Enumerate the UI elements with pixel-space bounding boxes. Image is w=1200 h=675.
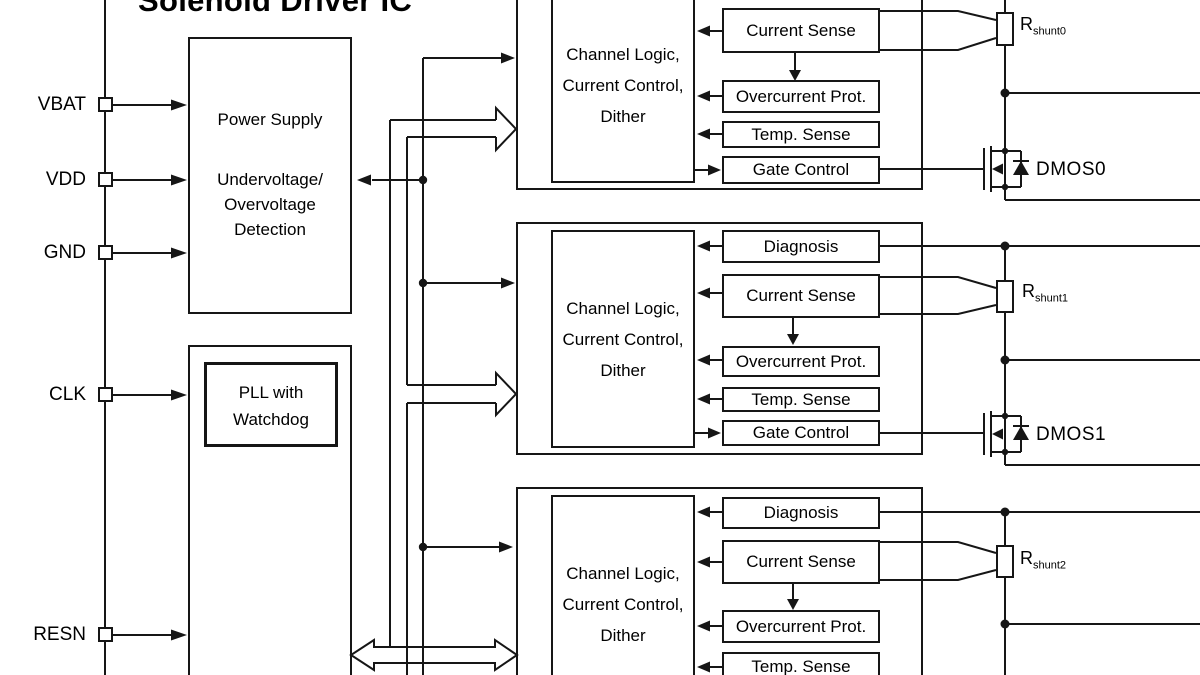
dmos0-transistor xyxy=(880,146,1029,192)
channel0-logic-line3: Dither xyxy=(600,107,646,126)
channel0-logic-line1: Channel Logic, xyxy=(566,45,680,64)
channel0-output-net xyxy=(880,0,1200,201)
channel1-current-sense-block: Current Sense xyxy=(722,274,880,318)
channel2-output-net xyxy=(880,507,1200,675)
channel1-output-net xyxy=(880,241,1200,466)
channel1-block xyxy=(516,222,923,455)
channel0-gate-control-block: Gate Control xyxy=(722,156,880,184)
pll-label-line1: PLL with xyxy=(238,383,304,402)
shunt2-base: R xyxy=(1020,548,1033,568)
shunt2-sub: shunt2 xyxy=(1033,559,1067,572)
channel1-diagnosis-block: Diagnosis xyxy=(722,230,880,263)
pin-arrow-wires xyxy=(113,99,187,641)
channel2-current-sense-block: Current Sense xyxy=(722,540,880,584)
pin-label-resn: RESN xyxy=(33,624,86,645)
channel1-overcurrent-block: Overcurrent Prot. xyxy=(722,346,880,377)
channel0-temp-sense-block: Temp. Sense xyxy=(722,121,880,148)
channel2-block xyxy=(516,487,923,675)
channel1-temp-sense-block: Temp. Sense xyxy=(722,387,880,412)
pin-pad-resn xyxy=(98,627,113,642)
channel0-logic-block: Channel Logic, Current Control, Dither xyxy=(551,0,695,183)
channel1-gate-control-block: Gate Control xyxy=(722,420,880,446)
power-supply-label: Power Supply xyxy=(217,110,323,129)
channel1-logic-line3: Dither xyxy=(600,360,646,380)
channel2-logic-line1: Channel Logic, xyxy=(566,563,680,583)
pin-pad-vdd xyxy=(98,172,113,187)
shunt2-label: Rshunt2 xyxy=(1020,548,1066,572)
dmos0-label: DMOS0 xyxy=(1036,159,1107,180)
power-supply-block xyxy=(188,37,352,314)
pin-label-vdd: VDD xyxy=(45,169,86,190)
shunt0-label: Rshunt0 xyxy=(1020,14,1066,38)
channel1-logic-line1: Channel Logic, xyxy=(566,298,680,318)
dmos1-transistor xyxy=(880,411,1029,457)
channel1-internal-arrows xyxy=(694,240,799,439)
channel0-overcurrent-block: Overcurrent Prot. xyxy=(722,80,880,113)
pll-watchdog-block xyxy=(204,362,338,447)
voltage-detection-line3: Detection xyxy=(234,220,306,239)
pin-label-clk: CLK xyxy=(49,384,86,405)
pll-label-line2: Watchdog xyxy=(233,410,309,429)
channel2-temp-sense-block: Temp. Sense xyxy=(722,652,880,675)
voltage-detection-label: Undervoltage/ Overvoltage Detection xyxy=(190,167,350,242)
shunt0-base: R xyxy=(1020,14,1033,34)
pll-watchdog-label: PLL with Watchdog xyxy=(206,379,336,433)
diagram-title: Solenoid Driver IC xyxy=(138,0,413,18)
shunt-resistor-0 xyxy=(996,12,1014,46)
shunt1-sub: shunt1 xyxy=(1035,292,1069,305)
shunt0-sub: shunt0 xyxy=(1033,25,1067,38)
pin-pad-vbat xyxy=(98,97,113,112)
channel2-internal-arrows xyxy=(697,506,799,673)
channel0-logic-line2: Current Control, xyxy=(562,76,684,95)
pll-outer-block xyxy=(188,345,352,675)
pin-pad-gnd xyxy=(98,245,113,260)
pin-pad-clk xyxy=(98,387,113,402)
channel2-diagnosis-block: Diagnosis xyxy=(722,497,880,529)
channel0-block xyxy=(516,0,923,190)
data-bus-arrows xyxy=(349,105,519,675)
channel0-internal-arrows xyxy=(694,25,801,176)
control-signal-net xyxy=(357,52,515,675)
channel0-current-sense-block: Current Sense xyxy=(722,8,880,53)
pin-label-gnd: GND xyxy=(43,242,86,263)
channel1-logic-line2: Current Control, xyxy=(562,329,684,349)
channel2-logic-line2: Current Control, xyxy=(562,594,684,614)
voltage-detection-line1: Undervoltage/ xyxy=(217,170,323,189)
voltage-detection-line2: Overvoltage xyxy=(224,195,316,214)
dmos1-label: DMOS1 xyxy=(1036,424,1107,445)
pin-label-vbat: VBAT xyxy=(37,94,86,115)
channel1-logic-block: Channel Logic, Current Control, Dither xyxy=(551,230,695,448)
shunt-resistor-2 xyxy=(996,545,1014,578)
channel2-logic-line3: Dither xyxy=(600,625,646,645)
shunt1-base: R xyxy=(1022,281,1035,301)
shunt1-label: Rshunt1 xyxy=(1022,281,1068,305)
shunt-resistor-1 xyxy=(996,280,1014,313)
channel2-overcurrent-block: Overcurrent Prot. xyxy=(722,610,880,643)
channel2-logic-block: Channel Logic, Current Control, Dither xyxy=(551,495,695,675)
